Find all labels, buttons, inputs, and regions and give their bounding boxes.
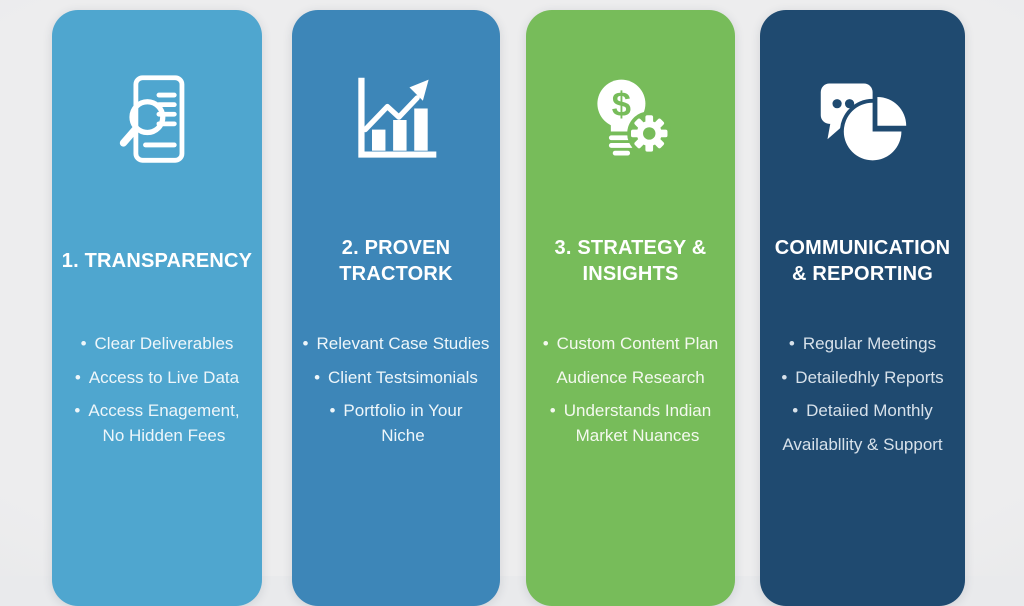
list-item-text: Relevant Case Studies bbox=[316, 334, 490, 353]
list-item-text: Access to Live Data bbox=[88, 367, 240, 387]
chat-pie-icon bbox=[815, 72, 911, 168]
card-title: COMMUNICATION & REPORTING bbox=[774, 237, 951, 285]
bullet-dot: • bbox=[314, 367, 321, 387]
bullet-dot: • bbox=[74, 367, 81, 387]
bullet-dot: • bbox=[788, 334, 795, 353]
list-item: • Detaiied Monthly bbox=[766, 399, 959, 424]
bullet-list: • Relevant Case Studies • Client Testsimoni… bbox=[298, 332, 494, 458]
list-item-text: Client Testsimonials bbox=[328, 367, 478, 387]
list-item-text: Clear Deliverables bbox=[94, 334, 234, 353]
list-item-text: Audience Research bbox=[556, 367, 705, 387]
bullet-dot: • bbox=[781, 367, 788, 387]
card-title: 1. TRANSPARENCY bbox=[61, 250, 253, 272]
card-title: 2. PROVEN TRACTORK bbox=[339, 237, 453, 285]
card-strategy-insights: $ bbox=[526, 10, 735, 606]
bullet-list: •Regular Meetings•Detailedhly Reports•De… bbox=[766, 332, 959, 467]
bullet-dot: • bbox=[302, 334, 309, 353]
list-item: • Regular Meetings bbox=[766, 332, 959, 357]
list-item-text: Detailedhly Reports bbox=[795, 367, 944, 387]
svg-text:$: $ bbox=[611, 86, 630, 124]
list-item: • Understands Indian Market Nuances bbox=[532, 399, 729, 448]
list-item-text: Detaiied Monthly bbox=[806, 401, 933, 421]
list-item-text: Regular Meetings bbox=[802, 334, 937, 353]
list-item-text: Custom Content Plan bbox=[556, 334, 719, 353]
list-item: Audience Research bbox=[532, 366, 729, 391]
list-item-text: Understands Indian Market Nuances bbox=[563, 401, 712, 445]
card-proven-track: 2. PROVEN TRACTORK • Relevant Case Studie… bbox=[292, 10, 500, 606]
list-item: • Portfolio in Your Niche bbox=[298, 399, 494, 448]
list-item: • Relevant Case Studies bbox=[298, 332, 494, 357]
card-transparency: 1. TRANSPARENCY •Clear Deliverables•Acce… bbox=[52, 10, 262, 606]
bulb-gear-icon: $ bbox=[583, 72, 679, 168]
list-item: • Clear Deliverables bbox=[58, 332, 256, 357]
document-search-icon bbox=[109, 72, 205, 168]
list-item: • Custom Content Plan bbox=[532, 332, 729, 357]
bullet-dot: • bbox=[74, 401, 81, 421]
card-title: 3. STRATEGY & INSIGHTS bbox=[554, 237, 707, 285]
card-communication-reporting: COMMUNICATION & REPORTING • Regular Meeti… bbox=[760, 10, 965, 606]
list-item-text: Portfolio in Your Niche bbox=[343, 401, 463, 445]
bullet-dot: • bbox=[549, 401, 556, 421]
list-item-text: Availabllity & Support bbox=[782, 434, 943, 454]
bullet-dot: • bbox=[329, 401, 336, 421]
growth-chart-icon bbox=[348, 72, 444, 168]
list-item: • Detailedhly Reports bbox=[766, 366, 959, 391]
bullet-dot: • bbox=[792, 401, 799, 421]
bullet-list: •Clear Deliverables•Access to Live Data•… bbox=[58, 332, 256, 458]
list-item: • Access Enagement, No Hidden Fees bbox=[58, 399, 256, 448]
list-item: Availabllity & Support bbox=[766, 433, 959, 458]
list-item: • Access to Live Data bbox=[58, 366, 256, 391]
list-item: • Client Testsimonials bbox=[298, 366, 494, 391]
bullet-dot: • bbox=[80, 334, 87, 353]
list-item-text: Access Enagement, No Hidden Fees bbox=[88, 401, 240, 445]
bullet-dot: • bbox=[542, 334, 549, 353]
